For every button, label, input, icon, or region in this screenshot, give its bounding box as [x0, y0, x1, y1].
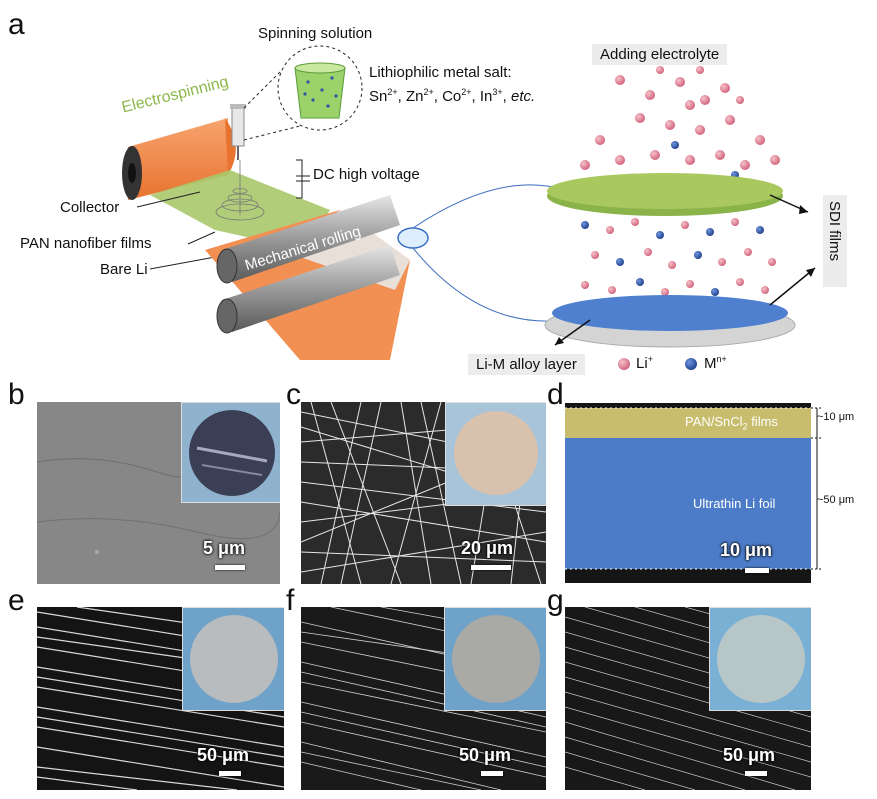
- panel-label-g: g: [547, 584, 564, 617]
- scale-label-g: 50 μm: [723, 745, 776, 765]
- scale-label-d: 10 μm: [720, 540, 773, 560]
- lithiophilic-title: Lithiophilic metal salt:: [369, 64, 512, 81]
- d-dashed-guides: [565, 407, 811, 570]
- scale-bar-f: [481, 771, 503, 776]
- beaker-icon: [294, 62, 346, 119]
- ions-middle: [581, 218, 776, 296]
- panel-label-b: b: [8, 378, 25, 411]
- li-legend-icon: [618, 358, 630, 370]
- scale-bar-d: [745, 568, 769, 573]
- panel-label-e: e: [8, 584, 25, 617]
- sem-image-b: 5 μm: [37, 402, 280, 584]
- li-ions-top: [580, 66, 780, 170]
- roller-top: [216, 195, 400, 284]
- panel-label-a: a: [8, 8, 25, 41]
- sdi-films-label: SDI films: [826, 201, 843, 261]
- sem-image-d: PAN/SnCl2 films Ultrathin Li foil 10 μm: [565, 403, 811, 583]
- panel-label-c: c: [286, 378, 301, 411]
- dc-voltage-label: DC high voltage: [313, 166, 420, 183]
- inset-photo-g: [709, 607, 811, 711]
- inset-photo-f: [444, 607, 546, 711]
- scale-label-e: 50 μm: [197, 745, 250, 765]
- collector-label: Collector: [60, 199, 120, 216]
- thickness-brackets: [811, 407, 823, 570]
- li-foil-layer: [565, 438, 811, 569]
- scale-bar-g: [745, 771, 767, 776]
- bare-li-label: Bare Li: [100, 261, 148, 278]
- scale-label-b: 5 μm: [203, 538, 246, 558]
- foil-label: Ultrathin Li foil: [693, 496, 776, 511]
- roller-bottom: [216, 245, 400, 334]
- fiber-cone: [215, 160, 265, 221]
- film-label: PAN/SnCl2 films: [685, 414, 778, 432]
- sem-image-e: 50 μm: [37, 607, 284, 790]
- m-legend-label: Mn+: [704, 354, 727, 372]
- film-layer: [565, 408, 811, 438]
- scale-bar-e: [219, 771, 241, 776]
- inset-photo-e: [182, 607, 284, 711]
- alloy-layer-label: Li-M alloy layer: [468, 354, 585, 375]
- thickness-bottom-label: ~50 μm: [817, 494, 855, 506]
- schematic-illustration: [122, 45, 816, 370]
- sem-image-f: 50 μm: [301, 607, 546, 790]
- inset-photo-b: [181, 402, 280, 503]
- adding-electrolyte-label: Adding electrolyte: [592, 44, 728, 65]
- alloy-layer-disk: [544, 295, 796, 348]
- li-legend-label: Li+: [636, 354, 653, 372]
- scale-label-c: 20 μm: [461, 538, 514, 558]
- scale-label-f: 50 μm: [459, 745, 512, 765]
- scale-bar-c: [471, 565, 511, 570]
- m-legend-icon: [685, 358, 697, 370]
- panel-label-d: d: [547, 378, 564, 411]
- sem-image-g: 50 μm: [565, 607, 811, 790]
- pan-films-label: PAN nanofiber films: [20, 235, 152, 252]
- inset-photo-c: [445, 402, 546, 506]
- sdi-film-disk: [547, 173, 783, 216]
- syringe-icon: [230, 104, 246, 160]
- sdi-films-box: SDI films: [823, 195, 847, 287]
- scale-bar-b: [215, 565, 245, 570]
- spinning-solution-label: Spinning solution: [258, 25, 373, 42]
- sem-image-c: 20 μm: [301, 402, 546, 584]
- ion-list: Sn2+, Zn2+, Co2+, In3+, etc.: [369, 87, 536, 105]
- thickness-top-label: ~10 μm: [817, 411, 855, 423]
- panel-label-f: f: [286, 584, 295, 617]
